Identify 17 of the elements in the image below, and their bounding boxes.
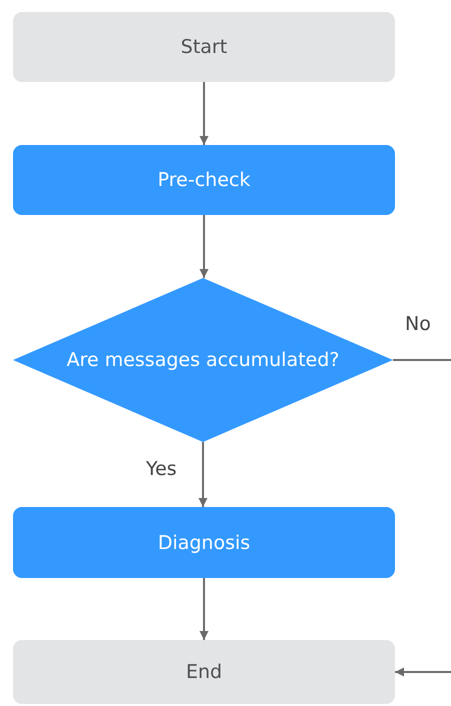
node-label: Pre-check (158, 169, 250, 191)
arrow (395, 668, 451, 676)
node-label: End (186, 661, 222, 683)
arrow (200, 578, 208, 640)
process-box (13, 507, 395, 578)
arrow (198, 442, 208, 507)
end-box (13, 640, 395, 704)
arrow (200, 82, 208, 145)
node-label: Are messages accumulated? (66, 349, 340, 371)
edge-label: No (405, 313, 431, 335)
start-box (13, 12, 395, 82)
process-box (13, 145, 395, 215)
node-label: Start (180, 36, 228, 58)
connector-line (393, 359, 451, 361)
arrow (200, 215, 208, 278)
edge-label: Yes (146, 458, 177, 480)
node-label: Diagnosis (158, 532, 250, 554)
